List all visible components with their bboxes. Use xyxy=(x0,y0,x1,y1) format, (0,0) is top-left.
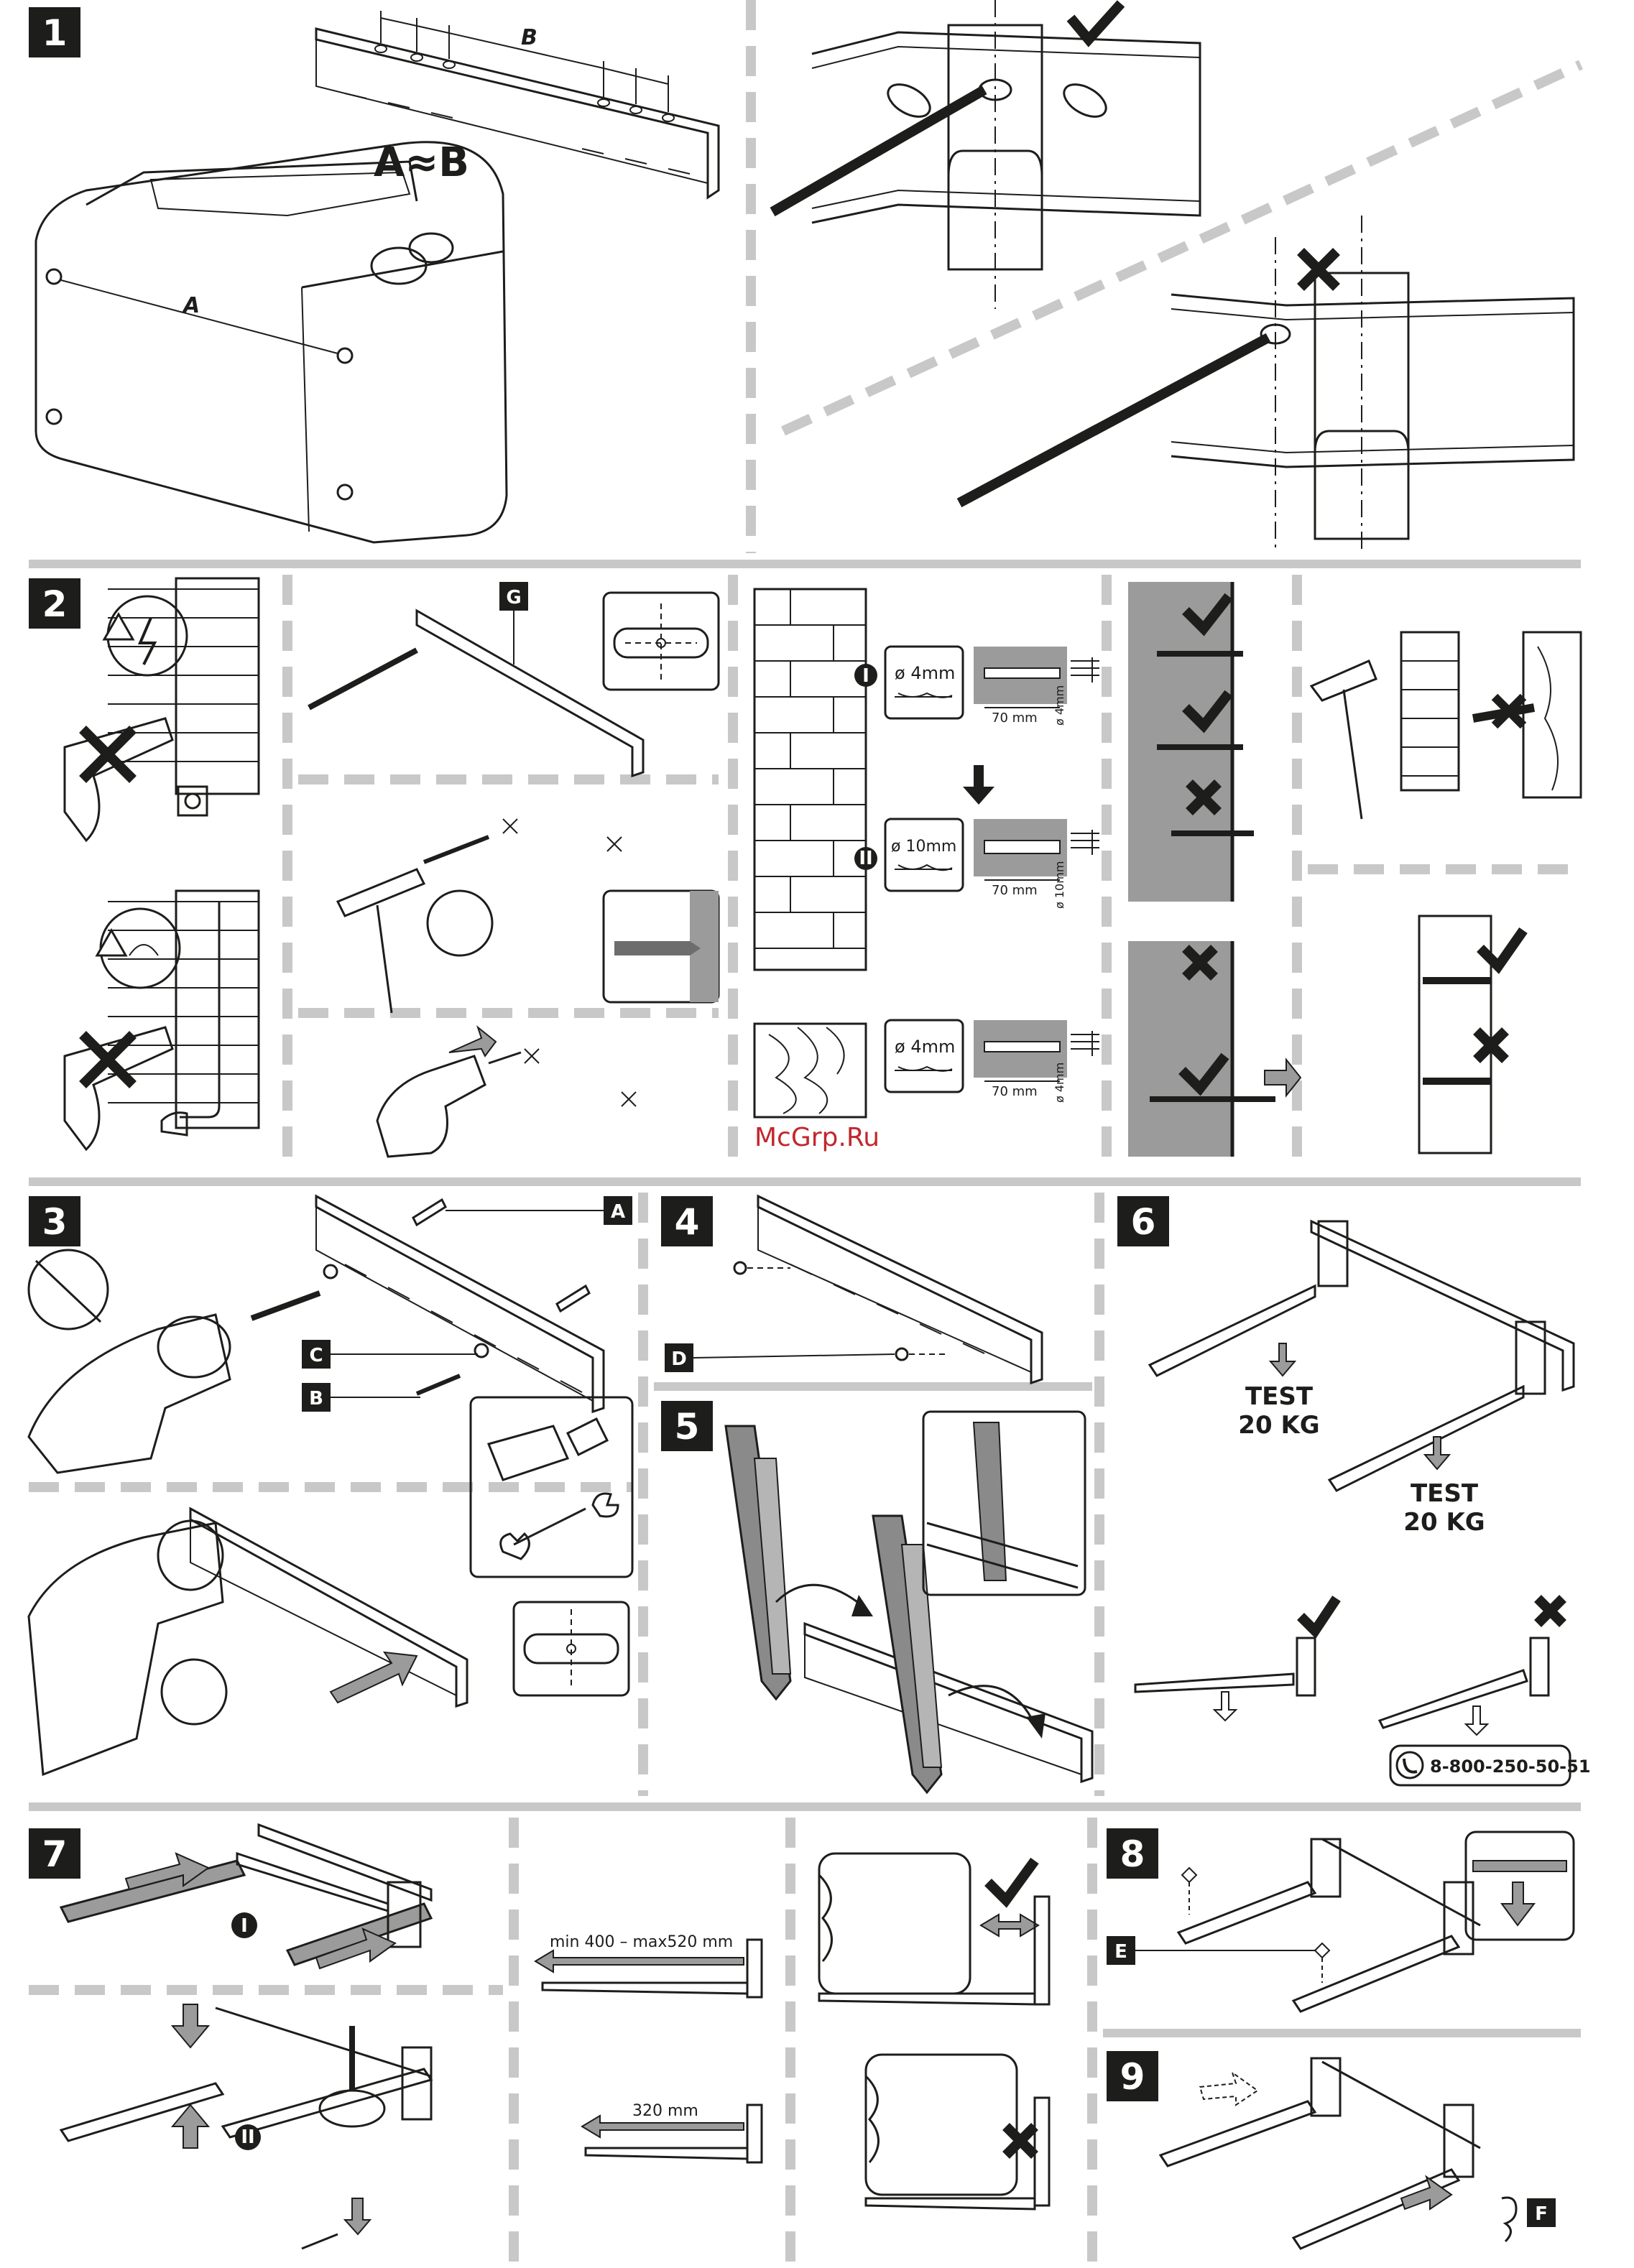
svg-text:ø 10mm: ø 10mm xyxy=(1053,861,1066,909)
range-label: min 400 – max520 mm xyxy=(550,1933,733,1951)
step3-panel: A C B xyxy=(29,1196,632,1473)
phone-icon xyxy=(1404,1759,1417,1772)
step7-appliance-fit xyxy=(819,1853,1049,2209)
watermark: McGrp.Ru xyxy=(754,1123,880,1152)
dim-a-label: A xyxy=(182,293,200,318)
step2-drill-panel xyxy=(377,1027,636,1157)
phone-number: 8-800-250-50-51 xyxy=(1430,1756,1591,1777)
svg-text:ø 4mm: ø 4mm xyxy=(895,1037,955,1057)
step6-panel: TEST 20 KG TEST 20 KG 8-800-250-50-51 xyxy=(1135,1221,1591,1785)
step-number-6: 6 xyxy=(1117,1196,1169,1246)
step7-panel-ii: II xyxy=(61,2004,431,2249)
step2-hammer-panel xyxy=(338,819,719,1013)
step7-range-diagram: min 400 – max520 mm 320 mm xyxy=(535,1933,762,2162)
short-label: 320 mm xyxy=(632,2102,698,2120)
svg-text:ø 4mm: ø 4mm xyxy=(1053,685,1066,726)
svg-text:9: 9 xyxy=(1120,2056,1145,2098)
svg-text:70 mm: 70 mm xyxy=(992,883,1038,898)
test-label-1: TEST xyxy=(1245,1382,1314,1411)
svg-text:4: 4 xyxy=(675,1201,700,1243)
step-number-1: 1 xyxy=(29,7,80,57)
svg-text:70 mm: 70 mm xyxy=(992,711,1038,726)
label-b: B xyxy=(309,1388,323,1410)
step7-roman-i: I xyxy=(241,1915,248,1937)
step2-screws-panel xyxy=(1128,582,1301,1157)
step2-marking-panel: G xyxy=(309,582,719,776)
step2-dowel-panel xyxy=(1311,632,1581,1153)
step2-brick-wall: I II xyxy=(754,589,994,1117)
roman-ii: II xyxy=(859,848,872,869)
label-f: F xyxy=(1535,2203,1548,2225)
step-number-8: 8 xyxy=(1107,1828,1158,1879)
step4-panel: D xyxy=(665,1196,1042,1383)
label-a: A xyxy=(611,1201,625,1223)
svg-text:ø 4mm: ø 4mm xyxy=(1053,1063,1066,1103)
svg-text:5: 5 xyxy=(675,1406,700,1448)
step1-appliance: A xyxy=(36,142,507,542)
roman-i: I xyxy=(862,665,869,687)
step7-roman-ii: II xyxy=(241,2126,254,2148)
step-number-3: 3 xyxy=(29,1196,80,1246)
dim-b-label: B xyxy=(521,25,537,50)
svg-text:ø 10mm: ø 10mm xyxy=(891,838,956,856)
label-g: G xyxy=(506,587,521,608)
label-c: C xyxy=(309,1345,323,1366)
step1-mark-wrong xyxy=(959,216,1574,553)
label-d: D xyxy=(671,1348,687,1370)
step9-panel: F xyxy=(1160,2058,1556,2249)
test-weight-2: 20 KG xyxy=(1403,1508,1485,1537)
svg-text:2: 2 xyxy=(42,583,68,625)
step-number-5: 5 xyxy=(661,1401,713,1451)
step5-panel xyxy=(726,1412,1092,1792)
step7-panel-i: I xyxy=(61,1825,431,1968)
test-weight-1: 20 KG xyxy=(1238,1411,1319,1440)
svg-text:70 mm: 70 mm xyxy=(992,1084,1038,1099)
step-number-2: 2 xyxy=(29,578,80,629)
svg-text:7: 7 xyxy=(42,1833,68,1875)
test-label-2: TEST xyxy=(1411,1479,1479,1508)
label-e: E xyxy=(1114,1941,1127,1963)
svg-text:ø 4mm: ø 4mm xyxy=(895,663,955,683)
step1-mark-correct xyxy=(772,0,1200,309)
step2-warnings xyxy=(65,578,259,1149)
step2-drill-specs: ø 4mm ø 10mm ø 4mm 70 mm ø 4mm 70 mm ø 1… xyxy=(885,647,1099,1103)
step3-drill-panel xyxy=(29,1509,629,1774)
svg-text:8: 8 xyxy=(1120,1833,1145,1875)
svg-text:1: 1 xyxy=(42,12,68,54)
step-number-4: 4 xyxy=(661,1196,713,1246)
svg-text:3: 3 xyxy=(42,1201,68,1243)
step-number-9: 9 xyxy=(1107,2051,1158,2101)
step-number-7: 7 xyxy=(29,1828,80,1879)
svg-text:6: 6 xyxy=(1131,1201,1156,1243)
arrow-down-icon xyxy=(963,765,994,805)
step8-panel: E xyxy=(1107,1832,1574,2012)
